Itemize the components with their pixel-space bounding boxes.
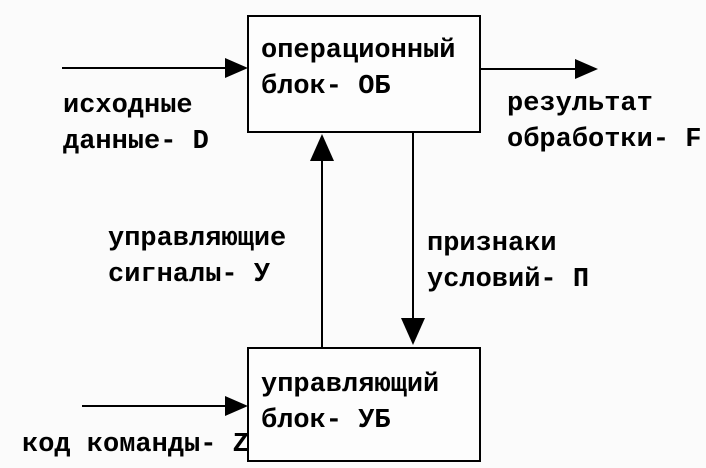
command-code-line1: код команды- Z	[22, 430, 249, 460]
input-data-label: исходные данные- D	[63, 88, 209, 160]
arrowhead-right-icon	[575, 59, 598, 79]
input-data-line2: данные- D	[63, 127, 209, 157]
arrowhead-down-icon	[401, 318, 425, 345]
control-signals-line1: управляющие	[108, 224, 287, 254]
control-signals-label: управляющие сигналы- У	[108, 221, 286, 293]
operational-block-box: операционный блок- ОБ	[247, 15, 481, 133]
input-data-arrow-line	[62, 67, 228, 69]
control-block-label: управляющий блок- УБ	[249, 349, 479, 439]
control-signals-line2: сигналы- У	[108, 260, 271, 290]
control-block-line2: блок- УБ	[261, 406, 391, 436]
result-arrow-line	[481, 68, 577, 70]
condition-flags-line1: признаки	[427, 229, 557, 259]
operational-block-line1: операционный	[261, 36, 456, 66]
condition-flags-line2: условий- П	[427, 265, 590, 295]
arrowhead-up-icon	[310, 134, 334, 161]
command-code-arrow-line	[82, 405, 226, 407]
result-label: результат обработки- F	[507, 86, 701, 158]
operational-block-label: операционный блок- ОБ	[249, 17, 479, 105]
arrowhead-right-icon	[225, 58, 248, 78]
condition-flags-arrow-line	[412, 133, 414, 320]
control-signals-arrow-line	[321, 158, 323, 347]
result-line1: результат	[507, 89, 653, 119]
condition-flags-label: признаки условий- П	[427, 226, 589, 298]
input-data-line1: исходные	[63, 91, 193, 121]
arrowhead-right-icon	[225, 396, 248, 416]
control-block-line1: управляющий	[261, 370, 440, 400]
control-block-box: управляющий блок- УБ	[247, 347, 481, 462]
command-code-label: код команды- Z	[22, 427, 249, 463]
result-line2: обработки- F	[507, 125, 702, 155]
operational-block-line2: блок- ОБ	[261, 72, 391, 102]
